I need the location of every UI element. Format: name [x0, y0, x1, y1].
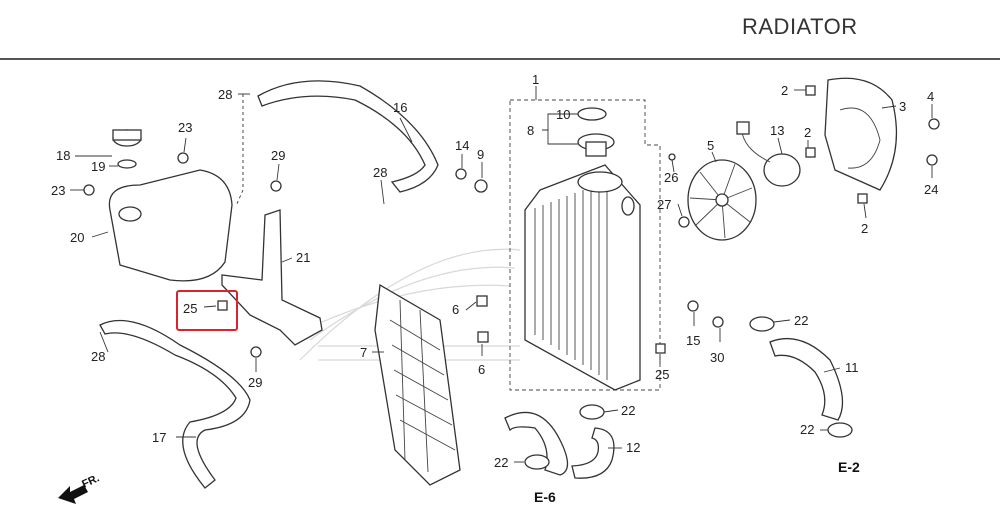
watermark-wing [299, 248, 521, 361]
hose-clamps [524, 316, 853, 470]
callout-22: 22 [794, 313, 808, 328]
arrow-icon [58, 485, 88, 504]
callout-19: 19 [91, 159, 105, 174]
callout-22: 22 [621, 403, 635, 418]
callout-20: 20 [70, 230, 84, 245]
callout-2: 2 [804, 125, 811, 140]
callout-7: 7 [360, 345, 367, 360]
callout-15: 15 [686, 333, 700, 348]
cooling-fan [687, 159, 757, 241]
leader-lines [70, 86, 933, 463]
hoses [99, 80, 844, 489]
callout-22: 22 [800, 422, 814, 437]
callout-labels: 1 2 2 2 3 4 5 6 6 7 8 9 10 11 12 13 14 1… [51, 72, 938, 470]
highlight-box [176, 290, 238, 331]
radiator-grille [374, 283, 461, 486]
callout-18: 18 [56, 148, 70, 163]
callout-17: 17 [152, 430, 166, 445]
front-direction-indicator: FR. [58, 472, 101, 504]
callout-25: 25 [655, 367, 669, 382]
callout-23: 23 [178, 120, 192, 135]
radiator-core [524, 164, 641, 391]
reservoir-bracket [221, 209, 323, 346]
callout-2: 2 [781, 83, 788, 98]
callout-16: 16 [393, 100, 407, 115]
callout-9: 9 [477, 147, 484, 162]
callout-26: 26 [664, 170, 678, 185]
callout-2: 2 [861, 221, 868, 236]
callout-8: 8 [527, 123, 534, 138]
reservoir-tank [108, 129, 233, 282]
callout-27: 27 [657, 197, 671, 212]
callout-21: 21 [296, 250, 310, 265]
fasteners [83, 85, 940, 358]
callout-12: 12 [626, 440, 640, 455]
callout-23: 23 [51, 183, 65, 198]
callout-6: 6 [478, 362, 485, 377]
callout-10: 10 [556, 107, 570, 122]
front-label: FR. [80, 472, 101, 490]
fan-shroud [824, 77, 898, 191]
fan-motor [736, 121, 801, 187]
callout-30: 30 [710, 350, 724, 365]
reference-e2: E-2 [838, 459, 860, 475]
callout-6: 6 [452, 302, 459, 317]
callout-29: 29 [248, 375, 262, 390]
page-title: RADIATOR [742, 14, 858, 39]
callout-3: 3 [899, 99, 906, 114]
callout-5: 5 [707, 138, 714, 153]
callout-29: 29 [271, 148, 285, 163]
callout-28: 28 [218, 87, 232, 102]
callout-24: 24 [924, 182, 938, 197]
callout-1: 1 [532, 72, 539, 87]
callout-11: 11 [845, 360, 859, 375]
callout-14: 14 [455, 138, 469, 153]
callout-25-highlighted: 25 [183, 301, 197, 316]
reference-e6: E-6 [534, 489, 556, 505]
radiator-cap [577, 107, 615, 157]
callout-28: 28 [91, 349, 105, 364]
header-divider [0, 58, 1000, 60]
callout-22: 22 [494, 455, 508, 470]
callout-28: 28 [373, 165, 387, 180]
callout-13: 13 [770, 123, 784, 138]
radiator-assembly-frame [509, 99, 661, 391]
clip-part [217, 300, 228, 311]
callout-4: 4 [927, 89, 934, 104]
